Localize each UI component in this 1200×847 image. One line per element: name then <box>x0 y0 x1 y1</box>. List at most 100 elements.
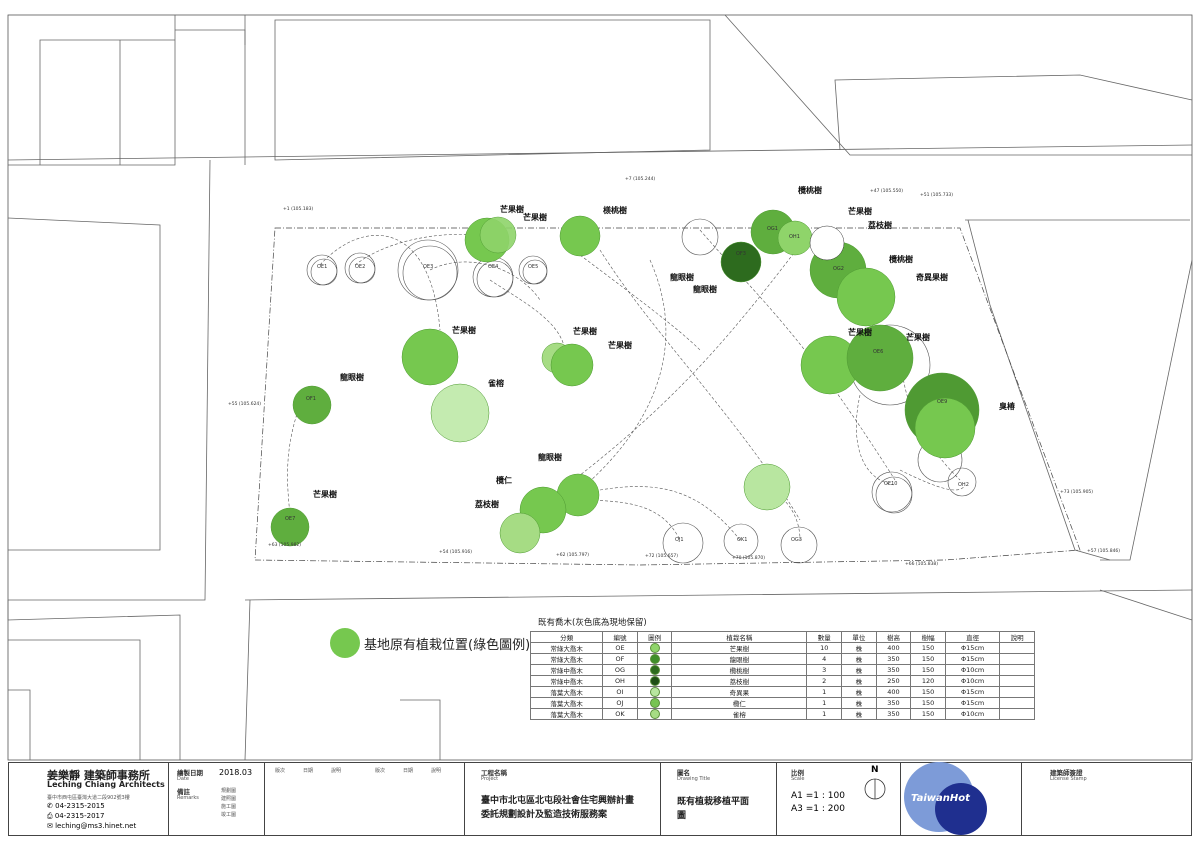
table-cell: 350 <box>875 697 912 709</box>
table-cell <box>999 708 1035 720</box>
remark-2: 建照圖 <box>221 796 237 802</box>
table-cell: 4 <box>806 653 843 665</box>
table-cell: OG <box>602 664 638 676</box>
svg-text:芒果樹: 芒果樹 <box>608 340 632 350</box>
date-value: 2018.03 <box>219 768 253 777</box>
relocation-arrows <box>287 229 966 541</box>
plant-legend: 基地原有植栽位置(綠色圖例) <box>330 628 530 658</box>
svg-text:芒果樹: 芒果樹 <box>500 204 524 214</box>
project-line-2: 委託規劃設計及監造技術服務案 <box>481 810 608 820</box>
tree-symbol-icon <box>649 643 660 653</box>
table-cell: 10 <box>806 642 843 654</box>
svg-text:龍眼樹: 龍眼樹 <box>670 272 694 282</box>
tree-symbol-icon <box>649 665 660 675</box>
table-cell: 150 <box>910 697 946 709</box>
svg-text:+47 (105.550): +47 (105.550) <box>870 188 903 194</box>
stamp-label-en: License Stamp <box>1050 776 1087 782</box>
svg-text:+72 (105.657): +72 (105.657) <box>645 553 678 559</box>
table-cell: 250 <box>875 675 912 687</box>
scale-label: 比例 <box>791 769 804 777</box>
col-qty: 數量 <box>806 631 843 643</box>
scale-a1: A1 =1 : 100 <box>791 791 845 801</box>
scale-a3: A3 =1 : 200 <box>791 804 845 814</box>
table-cell: 常綠大喬木 <box>529 642 604 654</box>
legend-swatch-cell <box>636 708 673 720</box>
svg-text:+70 (105.870): +70 (105.870) <box>732 555 765 561</box>
table-cell: Φ10cm <box>944 708 1001 720</box>
context-lines <box>7 14 1193 761</box>
table-cell: 150 <box>910 642 946 654</box>
table-cell: 150 <box>910 664 946 676</box>
svg-text:+63 (105.982): +63 (105.982) <box>268 542 301 548</box>
svg-text:OE3: OE3 <box>423 264 433 270</box>
rev-col-version-2: 版次 <box>375 768 386 774</box>
license-stamp-cell: 建築師簽證 License Stamp <box>1021 763 1193 835</box>
watermark-text: TaiwanHot <box>911 793 970 804</box>
table-cell <box>999 664 1035 676</box>
table-cell: 150 <box>910 653 946 665</box>
svg-text:OE7: OE7 <box>285 516 295 522</box>
table-cell: 400 <box>875 686 912 698</box>
svg-text:+1 (105.183): +1 (105.183) <box>283 206 313 212</box>
table-cell: 常綠中喬木 <box>529 675 604 687</box>
table-cell: OF <box>602 653 638 665</box>
stamp-label: 建築師簽證 <box>1050 769 1083 777</box>
elevation-marks: +1 (105.183) +7 (105.244) +47 (105.550) … <box>228 176 1120 567</box>
existing-trees <box>270 209 980 554</box>
table-cell: 1 <box>806 708 843 720</box>
table-cell: 芒果樹 <box>671 642 808 654</box>
fax-icon: ⎙ <box>47 812 53 820</box>
table-cell: 荔枝樹 <box>671 675 808 687</box>
col-spread: 樹幅 <box>910 631 946 643</box>
table-cell: 株 <box>841 675 877 687</box>
scale-cell: 比例 Scale A1 =1 : 100 A3 =1 : 200 N <box>777 763 901 835</box>
table-cell <box>999 697 1035 709</box>
svg-text:芒果樹: 芒果樹 <box>848 327 872 337</box>
project-cell: 工程名稱 Project 臺中市北屯區北屯段社會住宅興辦計畫 委託規劃設計及監造… <box>465 763 661 835</box>
col-legend: 圖例 <box>636 631 673 643</box>
table-cell: 株 <box>841 642 877 654</box>
svg-text:OE1: OE1 <box>317 264 327 270</box>
table-cell: 1 <box>806 686 843 698</box>
svg-text:臭椿: 臭椿 <box>999 401 1016 411</box>
svg-text:+66 (105.838): +66 (105.838) <box>905 561 938 567</box>
svg-text:雀榕: 雀榕 <box>487 378 505 388</box>
tree-symbol-icon <box>649 698 660 708</box>
svg-text:欖桃樹: 欖桃樹 <box>798 185 822 195</box>
svg-text:龍眼樹: 龍眼樹 <box>538 452 562 462</box>
legend-swatch-cell <box>636 675 673 687</box>
svg-text:OE5: OE5 <box>528 264 538 270</box>
svg-text:OK1: OK1 <box>737 537 747 543</box>
svg-text:+73 (105.905): +73 (105.905) <box>1060 489 1093 495</box>
svg-text:OF3: OF3 <box>736 251 746 257</box>
table-cell: 350 <box>875 664 912 676</box>
firm-cell: 姜樂靜 建築師事務所 Leching Chiang Architects 臺中市… <box>9 763 169 835</box>
date-label-en: Date <box>177 776 189 782</box>
table-cell: 株 <box>841 686 877 698</box>
project-label-en: Project <box>481 776 499 782</box>
remark-4: 竣工圖 <box>221 812 237 818</box>
col-code: 編號 <box>602 631 638 643</box>
table-cell: 龍眼樹 <box>671 653 808 665</box>
date-cell: 繪製日期 Date 2018.03 備註 Remarks 規劃圖 建照圖 施工圖… <box>169 763 265 835</box>
email: leching@ms3.hinet.net <box>55 822 137 830</box>
svg-text:+55 (105.624): +55 (105.624) <box>228 401 261 407</box>
drawing-label-en: Drawing Title <box>677 776 711 782</box>
table-cell: Φ10cm <box>944 664 1001 676</box>
table-cell: 350 <box>875 708 912 720</box>
svg-text:芒果樹: 芒果樹 <box>523 212 547 222</box>
tree-symbol-icon <box>649 687 660 697</box>
table-cell: 350 <box>875 653 912 665</box>
svg-text:+51 (105.733): +51 (105.733) <box>920 192 953 198</box>
table-cell: Φ15cm <box>944 653 1001 665</box>
svg-text:龍眼樹: 龍眼樹 <box>693 284 717 294</box>
table-cell: 2 <box>806 675 843 687</box>
drawing-label: 圖名 <box>677 769 690 777</box>
north-arrow-icon <box>864 778 886 800</box>
